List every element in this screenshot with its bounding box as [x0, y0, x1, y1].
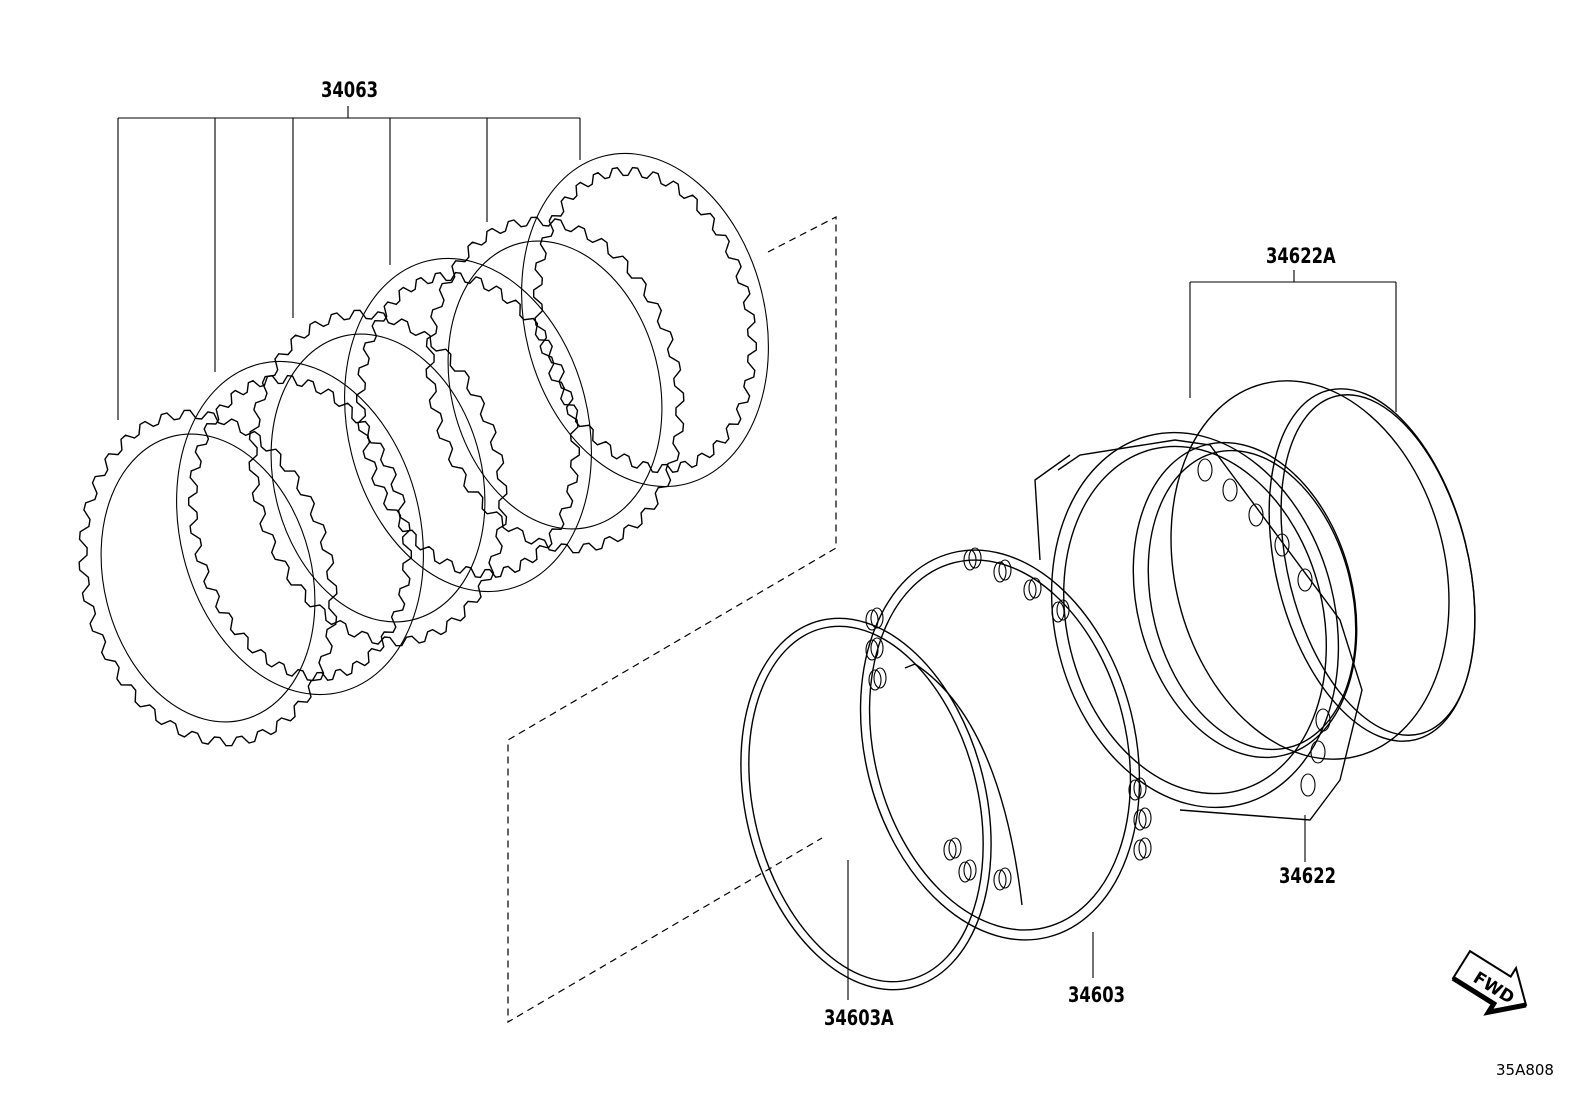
diagram-code: 35A808	[1496, 1061, 1554, 1079]
plate-outline-6	[533, 166, 757, 474]
spring-coil-5	[865, 609, 879, 631]
spring-coil-8	[943, 839, 957, 861]
plate-inner-5	[447, 240, 663, 530]
spring-coil-back-11	[1133, 777, 1147, 799]
spring-coil-13	[1133, 839, 1147, 861]
plate-inner-4	[344, 257, 592, 593]
callout-34622a: 34622A	[1266, 244, 1336, 268]
piston-hole-7	[1310, 740, 1326, 764]
spring-coil-back-5	[870, 607, 884, 629]
spring-coil-10	[993, 869, 1007, 891]
piston-hole-1	[1197, 458, 1213, 482]
spring-coil-11	[1128, 779, 1142, 801]
piston-hole-3	[1248, 503, 1264, 527]
callout-34603: 34603	[1068, 983, 1125, 1007]
spring-coils	[865, 547, 1152, 891]
piston-bore-holes	[1197, 458, 1331, 797]
spring-coil-2	[993, 561, 1007, 583]
fwd-arrow-icon	[1451, 949, 1528, 1016]
callout-34063: 34063	[321, 78, 378, 102]
plate-outline-3	[248, 309, 508, 647]
spring-coil-back-13	[1138, 837, 1152, 859]
snap-ring-34603a	[740, 617, 992, 1000]
spring-coil-back-4	[1056, 599, 1070, 621]
piston-hole-5	[1297, 568, 1313, 592]
spring-coil-back-12	[1138, 807, 1152, 829]
callout-34603a: 34603A	[824, 1006, 894, 1030]
plate-inner-2	[176, 360, 424, 696]
spring-coil-back-1	[968, 547, 982, 569]
seal-set-34622a	[1170, 270, 1476, 760]
piston-hole-8	[1300, 773, 1316, 797]
spring-coil-7	[868, 669, 882, 691]
plate-outline-4	[356, 271, 580, 579]
spring-coil-back-7	[873, 667, 887, 689]
spring-coil-back-8	[948, 837, 962, 859]
plate-inner-3	[270, 333, 486, 623]
plate-outline-1	[78, 409, 338, 747]
leader-34063	[117, 106, 581, 420]
spring-coil-back-2	[998, 559, 1012, 581]
plate-inner-6	[521, 152, 769, 488]
plate-inner-1	[100, 433, 316, 723]
spring-coil-back-6	[870, 637, 884, 659]
piston-hole-6	[1315, 708, 1331, 732]
spring-coil-12	[1133, 809, 1147, 831]
piston-34622	[1034, 431, 1363, 862]
spring-coil-1	[963, 549, 977, 571]
spring-coil-back-9	[963, 859, 977, 881]
spring-coil-back-10	[998, 867, 1012, 889]
callout-34622: 34622	[1279, 864, 1336, 888]
dashed-group-outline	[507, 216, 837, 1024]
spring-coil-3	[1023, 579, 1037, 601]
plate-outline-5	[425, 216, 685, 554]
spring-coil-6	[865, 639, 879, 661]
spring-coil-9	[958, 861, 972, 883]
piston-hole-2	[1222, 478, 1238, 502]
spring-coil-back-3	[1028, 577, 1042, 599]
clutch-plate-stack	[78, 152, 769, 747]
return-spring-34603	[859, 547, 1152, 978]
plate-outline-2	[188, 374, 412, 682]
